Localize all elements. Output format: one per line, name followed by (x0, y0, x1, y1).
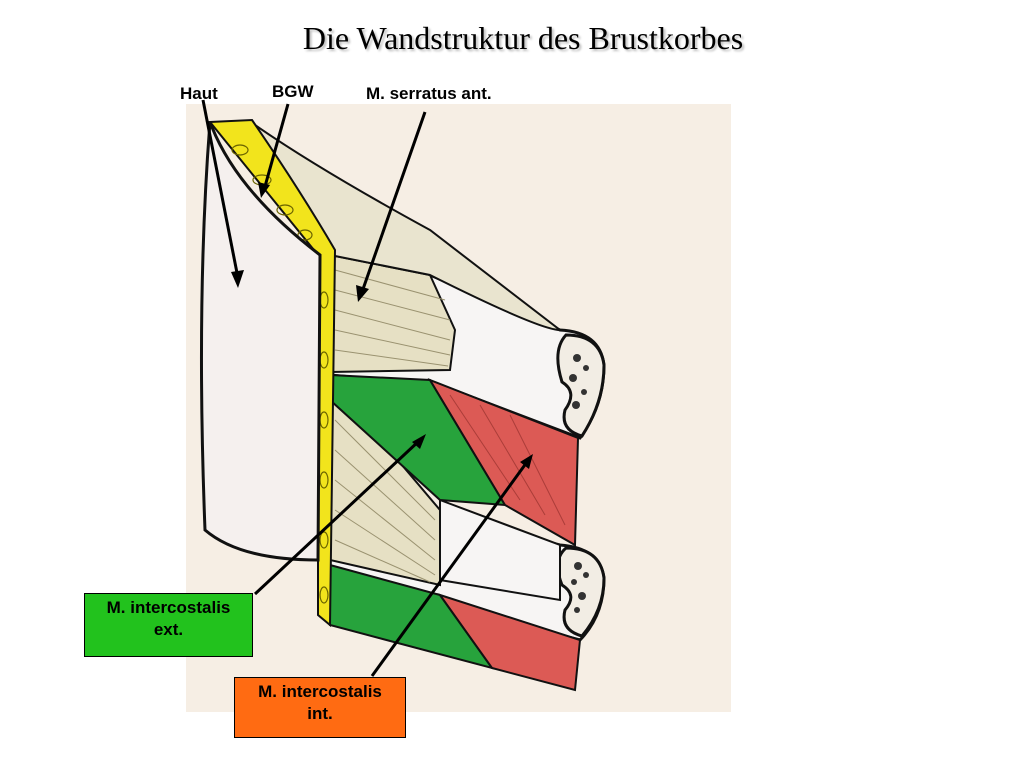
callout-int-line2: int. (307, 704, 333, 723)
pointer-int (370, 461, 529, 677)
arrowhead-haut (231, 270, 244, 288)
callout-intercostalis-ext: M. intercostalis ext. (84, 593, 253, 657)
callout-intercostalis-int: M. intercostalis int. (234, 677, 406, 738)
skin-flap (199, 121, 322, 562)
upper-rib-section (556, 333, 606, 438)
callout-ext-line1: M. intercostalis (106, 598, 231, 617)
internal-intercostal-lower (437, 593, 582, 692)
pointer-bgw (262, 103, 290, 191)
arrowhead-serratus (356, 285, 369, 302)
arrowhead-int (520, 454, 533, 469)
fat-layer (207, 118, 337, 628)
callout-ext-line2: ext. (153, 620, 184, 639)
slide-title: Die Wandstruktur des Brustkorbes (302, 20, 744, 56)
pointer-haut (201, 99, 240, 279)
middle-rib-band (439, 498, 561, 602)
serratus-top-sheet (254, 124, 563, 332)
pointer-ext (253, 438, 422, 596)
arrowhead-ext (412, 434, 426, 449)
label-haut: Haut (180, 84, 218, 103)
arrowhead-bgw (258, 182, 270, 198)
pointer-serratus (360, 111, 427, 293)
label-serratus: M. serratus ant. (366, 84, 492, 103)
label-bgw: BGW (272, 82, 314, 101)
callout-int-line1: M. intercostalis (258, 682, 382, 701)
